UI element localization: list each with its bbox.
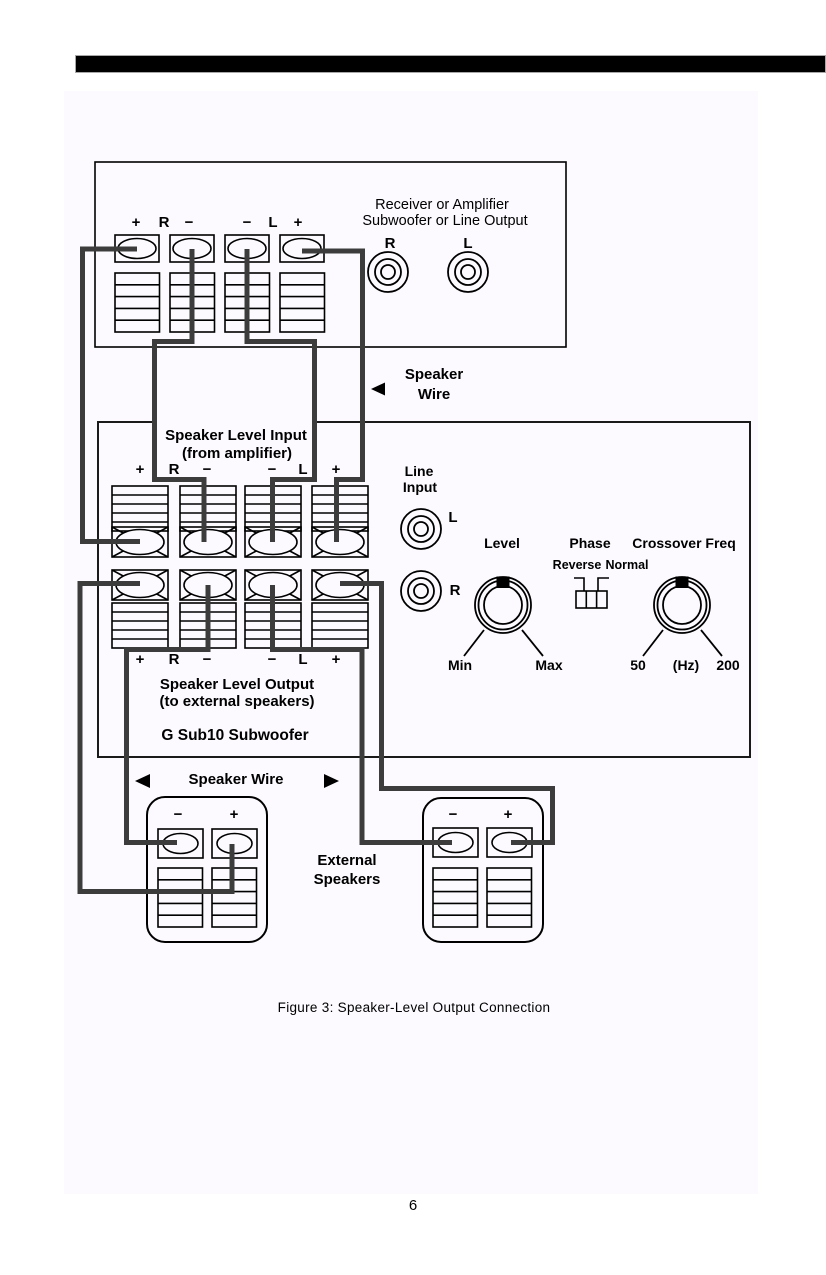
figure-caption: Figure 3: Speaker-Level Output Connectio… <box>277 1000 551 1015</box>
speaker-wire-bottom-label: Speaker Wire <box>188 771 284 788</box>
speaker1-label-minus: − <box>173 806 183 823</box>
line-input-label1: Line <box>404 463 434 479</box>
level-knob <box>463 575 544 657</box>
wire-amp-rplus-to-sub-input <box>80 246 140 544</box>
speaker-wires <box>77 246 555 894</box>
sub-output-title2: (to external speakers) <box>159 693 315 710</box>
amp-terminal-label: − <box>184 214 194 231</box>
wire-sub-output-to-speaker1-minus <box>124 585 211 845</box>
amp-title-line1: Receiver or Amplifier <box>375 197 509 213</box>
speaker-wire-arrow-left-icon <box>135 774 150 788</box>
amp-title-line2: Subwoofer or Line Output <box>362 213 528 229</box>
amp-terminal-label: + <box>293 214 303 231</box>
subwoofer-model-label: G Sub10 Subwoofer <box>161 727 309 744</box>
line-input-label2: Input <box>402 479 438 495</box>
speaker2-label-minus: − <box>448 806 458 823</box>
amp-terminal-label: + <box>131 214 141 231</box>
amp-rca-jack-r <box>367 251 409 293</box>
level-min-label: Min <box>447 657 473 673</box>
sub-output-label: − <box>202 651 212 668</box>
line-input-label-l: L <box>448 509 458 526</box>
phase-reverse-label: Reverse <box>552 558 602 572</box>
subwoofer-panel <box>97 412 751 758</box>
sub-input-label: − <box>267 461 277 478</box>
sub-output-label: R <box>168 651 180 668</box>
level-max-label: Max <box>535 657 563 673</box>
line-input-jack-l <box>400 508 442 550</box>
line-input-jack-r <box>400 570 442 612</box>
sub-output-label: L <box>298 651 308 668</box>
terminal-strip <box>279 272 326 333</box>
wire-amp-lplus-to-sub-input <box>302 248 365 542</box>
wire-sub-output-to-speaker2-plus <box>340 581 555 845</box>
wire-sub-output-to-speaker1-plus <box>77 581 235 894</box>
sub-input-label: L <box>298 461 308 478</box>
crossover-min-label: 50 <box>630 657 646 673</box>
amp-terminal-label: R <box>158 214 170 231</box>
external-speaker-left <box>146 796 268 943</box>
wire-amp-lminus-to-sub-input <box>244 249 317 542</box>
speaker-wire-top-label2: Wire <box>417 386 451 403</box>
external-speakers-label2: Speakers <box>313 871 381 888</box>
sub-input-label: R <box>168 461 180 478</box>
sub-input-title1: Speaker Level Input <box>165 427 307 444</box>
sub-output-title1: Speaker Level Output <box>159 676 315 693</box>
sub-output-label: − <box>267 651 277 668</box>
external-speaker-right <box>422 797 544 943</box>
amp-rca-label-r: R <box>384 235 396 252</box>
phase-title: Phase <box>569 535 611 551</box>
sub-input-label: + <box>135 461 145 478</box>
crossover-max-label: 200 <box>716 657 740 673</box>
level-title: Level <box>484 535 520 551</box>
wire-amp-rminus-to-sub-input <box>152 249 207 542</box>
amplifier-panel <box>94 161 567 348</box>
speaker1-label-plus: + <box>229 806 239 823</box>
sub-input-title2: (from amplifier) <box>181 445 293 462</box>
sub-input-terminal-l-plus <box>311 526 369 558</box>
sub-input-label: + <box>331 461 341 478</box>
crossover-knob <box>642 575 723 657</box>
sub-input-terminal-r-minus <box>179 526 237 558</box>
phase-switch <box>574 577 609 609</box>
crossover-title: Crossover Freq <box>632 535 736 551</box>
external-speakers-label1: External <box>317 852 377 869</box>
sub-output-label: + <box>331 651 341 668</box>
wire-sub-output-to-speaker2-minus <box>270 585 452 845</box>
crossover-unit-label: (Hz) <box>672 657 700 673</box>
speaker-wire-arrow-left-icon <box>371 382 385 396</box>
amp-rca-jack-l <box>447 251 489 293</box>
speaker2-label-plus: + <box>503 806 513 823</box>
sub-output-label: + <box>135 651 145 668</box>
speaker-wire-arrow-right-icon <box>324 774 339 788</box>
amp-terminal-label: − <box>242 214 252 231</box>
terminal-strip <box>114 272 161 333</box>
phase-normal-label: Normal <box>605 558 649 572</box>
amp-terminal-label: L <box>268 214 278 231</box>
amp-rca-label-l: L <box>463 235 473 252</box>
input-title-patch <box>154 412 312 467</box>
sub-input-label: − <box>202 461 212 478</box>
page-number: 6 <box>408 1197 418 1214</box>
line-input-label-r: R <box>449 582 461 599</box>
speaker-wire-top-label1: Speaker <box>404 366 464 383</box>
